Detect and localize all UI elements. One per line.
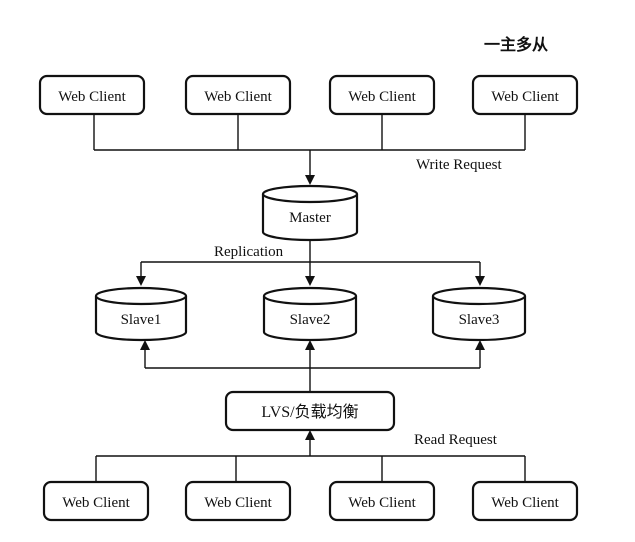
write-request-label: Write Request (416, 157, 502, 173)
client-box (328, 480, 436, 522)
bottom-web-client-3: Web Client (328, 480, 436, 522)
slave2-db: Slave2 (262, 286, 358, 342)
client-box (471, 480, 579, 522)
client-label: Web Client (491, 495, 559, 511)
client-box (42, 480, 150, 522)
client-label: Web Client (348, 89, 416, 105)
read-up-connectors (140, 340, 485, 392)
slave-label: Slave2 (290, 312, 331, 328)
replication-connectors (136, 240, 485, 286)
client-label: Web Client (348, 495, 416, 511)
top-web-client-1: Web Client (38, 74, 146, 116)
slave3-db: Slave3 (431, 286, 527, 342)
bottom-web-client-1: Web Client (42, 480, 150, 522)
client-label: Web Client (204, 495, 272, 511)
client-label: Web Client (58, 89, 126, 105)
top-web-client-2: Web Client (184, 74, 292, 116)
client-label: Web Client (204, 89, 272, 105)
replication-label: Replication (214, 244, 284, 260)
slave-label: Slave3 (459, 312, 500, 328)
load-balancer-label: LVS/负载均衡 (261, 403, 358, 421)
load-balancer: LVS/负载均衡 (224, 390, 396, 432)
write-connectors (93, 114, 526, 185)
read-connectors (95, 430, 526, 482)
bottom-web-client-2: Web Client (184, 480, 292, 522)
master-db: Master (261, 184, 359, 242)
bottom-web-client-4: Web Client (471, 480, 579, 522)
read-request-label: Read Request (414, 432, 498, 448)
slave1-db: Slave1 (94, 286, 188, 342)
diagram-title: 一主多从 (484, 35, 548, 54)
master-label: Master (289, 210, 331, 226)
client-box (184, 480, 292, 522)
client-box (38, 74, 146, 116)
client-label: Web Client (491, 89, 559, 105)
top-web-client-4: Web Client (471, 74, 579, 116)
client-label: Web Client (62, 495, 130, 511)
top-web-client-3: Web Client (328, 74, 436, 116)
slave-label: Slave1 (121, 312, 162, 328)
